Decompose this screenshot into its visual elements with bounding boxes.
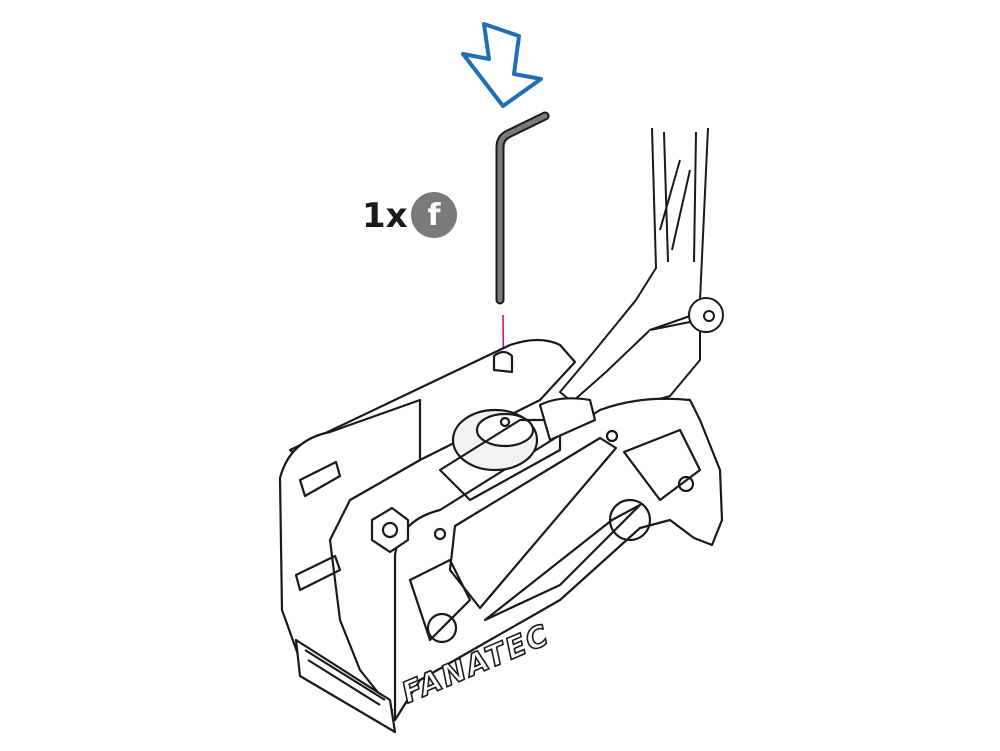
shifter-base	[278, 338, 724, 734]
part-f-badge: f	[411, 192, 457, 238]
shifter-lever	[559, 127, 724, 411]
hex-key-icon	[495, 111, 550, 305]
down-arrow-icon	[461, 22, 543, 108]
quantity-label: 1x	[362, 196, 408, 236]
